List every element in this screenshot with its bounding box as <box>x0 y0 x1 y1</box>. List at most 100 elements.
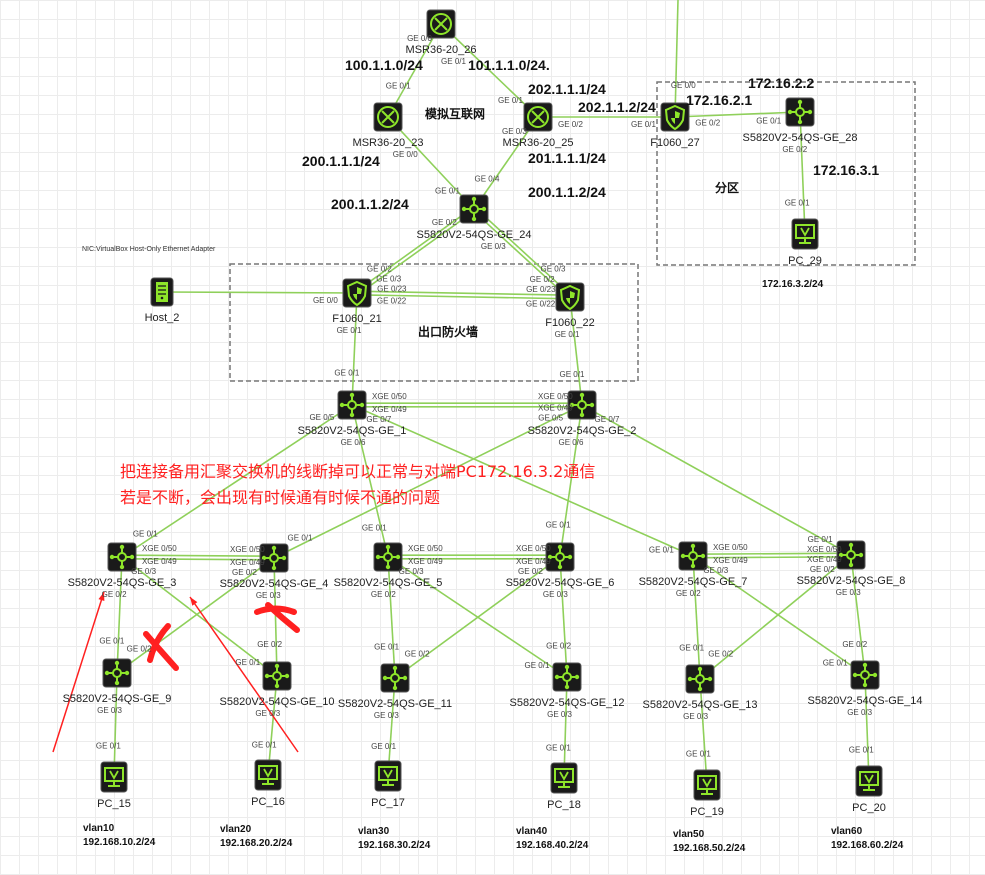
device-pc-17[interactable] <box>374 760 402 792</box>
device-f1060-27[interactable] <box>660 102 690 132</box>
link-line[interactable] <box>121 558 274 561</box>
device-s5820v2-54qs-ge-4[interactable] <box>259 543 289 573</box>
link-line[interactable] <box>273 404 583 559</box>
device-s5820v2-54qs-ge-13[interactable] <box>685 664 715 694</box>
link-line[interactable] <box>864 674 870 782</box>
device-pc-19[interactable] <box>693 769 721 801</box>
link-line[interactable] <box>559 556 568 678</box>
port-label: GE 0/2 <box>405 649 430 658</box>
device-f1060-21[interactable] <box>342 278 372 308</box>
device-s5820v2-54qs-ge-24[interactable] <box>459 194 489 224</box>
device-s5820v2-54qs-ge-12[interactable] <box>552 662 582 692</box>
link-line[interactable] <box>113 672 118 778</box>
device-s5820v2-54qs-ge-5[interactable] <box>373 542 403 572</box>
link-line[interactable] <box>692 552 851 555</box>
link-line[interactable] <box>569 296 583 406</box>
link-line[interactable] <box>356 293 570 300</box>
link-line[interactable] <box>699 678 708 786</box>
device-s5820v2-54qs-ge-11[interactable] <box>380 663 410 693</box>
link-line[interactable] <box>474 207 572 297</box>
link-line[interactable] <box>799 111 806 235</box>
link-line[interactable] <box>351 404 694 557</box>
device-s5820v2-54qs-ge-9[interactable] <box>102 658 132 688</box>
link-line[interactable] <box>116 557 275 674</box>
port-label: GE 0/2 <box>530 275 555 284</box>
link-line[interactable] <box>692 555 701 680</box>
link-line[interactable] <box>357 209 476 296</box>
ip-label: 200.1.1.1/24 <box>302 153 380 169</box>
device-host-2[interactable] <box>150 277 174 307</box>
link-line[interactable] <box>440 23 539 118</box>
link-line[interactable] <box>387 23 442 118</box>
link-line[interactable] <box>273 557 278 677</box>
link-line[interactable] <box>267 675 278 776</box>
device-label: S5820V2-54QS-GE_10 <box>220 696 335 708</box>
device-s5820v2-54qs-ge-2[interactable] <box>567 390 597 420</box>
port-label: GE 0/6 <box>558 438 583 447</box>
link-line[interactable] <box>351 404 389 558</box>
link-line[interactable] <box>357 290 571 297</box>
device-label: F1060_21 <box>332 313 382 325</box>
link-line[interactable] <box>674 0 679 118</box>
pc-icon <box>550 762 578 794</box>
device-msr36-20-26[interactable] <box>426 9 456 39</box>
device-pc-16[interactable] <box>254 759 282 791</box>
device-s5820v2-54qs-ge-6[interactable] <box>545 542 575 572</box>
device-pc-15[interactable] <box>100 761 128 793</box>
link-line[interactable] <box>674 111 801 118</box>
device-pc-18[interactable] <box>550 762 578 794</box>
device-s5820v2-54qs-ge-8[interactable] <box>836 540 866 570</box>
device-label: Host_2 <box>145 312 180 324</box>
port-label: GE 0/3 <box>374 711 399 720</box>
port-label: GE 0/1 <box>679 643 704 652</box>
link-line[interactable] <box>116 556 123 674</box>
link-line[interactable] <box>122 554 275 557</box>
link-line[interactable] <box>394 556 561 679</box>
link-line[interactable] <box>473 116 539 210</box>
device-s5820v2-54qs-ge-14[interactable] <box>850 660 880 690</box>
link-line[interactable] <box>387 556 396 679</box>
device-msr36-20-23[interactable] <box>373 102 403 132</box>
link-line[interactable] <box>581 404 852 556</box>
link-line[interactable] <box>121 404 353 558</box>
device-label: PC_29 <box>788 255 822 267</box>
port-label: GE 0/3 <box>540 265 565 274</box>
device-pc-20[interactable] <box>855 765 883 797</box>
firewall-icon <box>555 282 585 312</box>
device-label: S5820V2-54QS-GE_28 <box>743 132 858 144</box>
device-s5820v2-54qs-ge-10[interactable] <box>262 661 292 691</box>
port-label: GE 0/3 <box>543 590 568 599</box>
device-msr36-20-25[interactable] <box>523 102 553 132</box>
device-pc-29[interactable] <box>791 218 819 250</box>
device-s5820v2-54qs-ge-1[interactable] <box>337 390 367 420</box>
port-label: GE 0/1 <box>362 523 387 532</box>
link-line[interactable] <box>850 554 866 676</box>
device-label: S5820V2-54QS-GE_13 <box>643 699 758 711</box>
link-line[interactable] <box>121 556 278 677</box>
link-line[interactable] <box>355 206 474 293</box>
vlan-label: vlan10 <box>83 823 115 834</box>
port-label: GE 0/2 <box>257 640 282 649</box>
device-s5820v2-54qs-ge-3[interactable] <box>107 542 137 572</box>
link-line[interactable] <box>472 209 570 299</box>
pc-icon <box>100 761 128 793</box>
link-line[interactable] <box>693 556 852 559</box>
annotation-arrow-icon <box>189 596 299 753</box>
host-icon <box>150 277 174 307</box>
link-line[interactable] <box>387 677 396 777</box>
link-line[interactable] <box>563 676 568 779</box>
link-line[interactable] <box>699 554 852 680</box>
device-f1060-22[interactable] <box>555 282 585 312</box>
port-label: GE 0/2 <box>232 568 257 577</box>
link-line[interactable] <box>559 404 583 558</box>
port-label: GE 0/2 <box>676 589 701 598</box>
link-line[interactable] <box>161 291 358 294</box>
device-s5820v2-54qs-ge-7[interactable] <box>678 541 708 571</box>
link-line[interactable] <box>387 116 475 210</box>
link-line[interactable] <box>351 292 358 406</box>
device-s5820v2-54qs-ge-28[interactable] <box>785 97 815 127</box>
link-line[interactable] <box>692 555 866 676</box>
port-label: XGE 0/50 <box>807 545 842 554</box>
